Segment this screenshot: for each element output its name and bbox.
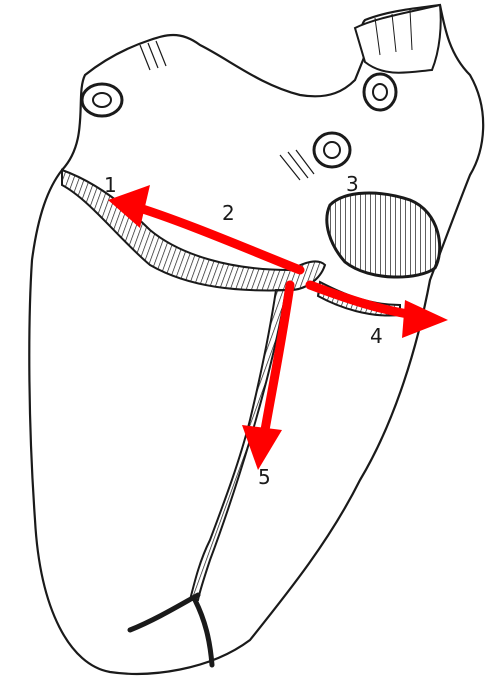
vessel-stump-left bbox=[82, 84, 122, 116]
vessel-stump-middle bbox=[314, 133, 350, 167]
label-4: 4 bbox=[370, 326, 383, 346]
vessel-stump-top-right bbox=[364, 74, 396, 110]
aorta bbox=[355, 5, 441, 73]
label-1: 1 bbox=[104, 175, 117, 195]
label-5: 5 bbox=[258, 467, 271, 487]
label-2: 2 bbox=[222, 203, 235, 223]
label-3: 3 bbox=[346, 174, 359, 194]
